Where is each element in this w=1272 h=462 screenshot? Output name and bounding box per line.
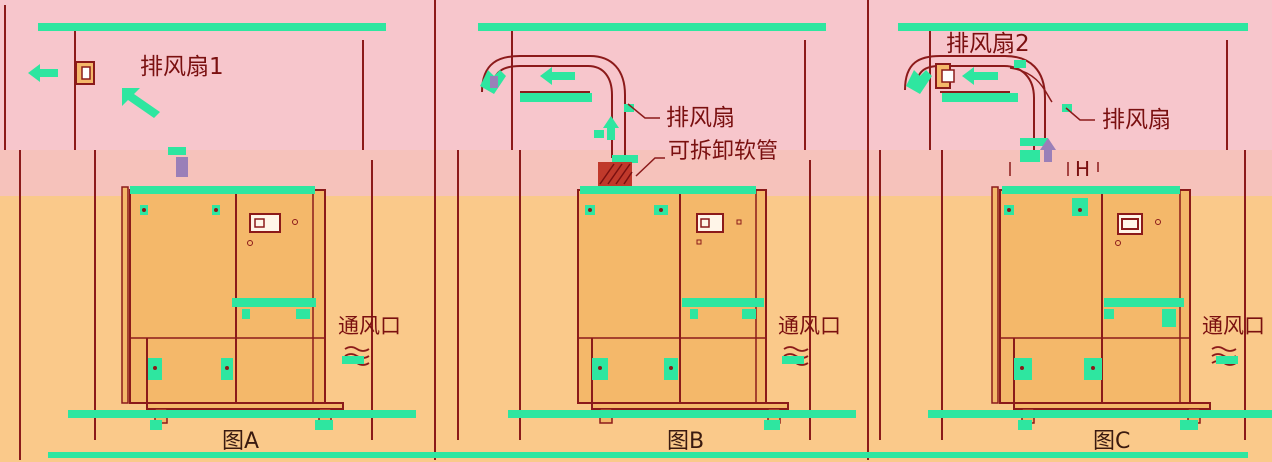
exhaust-arrow-icon — [28, 64, 58, 82]
guide-lines — [4, 0, 1246, 460]
figure-a — [28, 31, 416, 430]
fan-c-label: 排风扇 — [1102, 107, 1171, 133]
ceiling-lines — [38, 23, 1248, 458]
vent-c-label: 通风口 — [1202, 314, 1265, 338]
figure-c — [904, 31, 1272, 430]
exhaust-arrow-icon — [962, 67, 998, 85]
duct-b — [481, 55, 626, 158]
floor-a — [68, 410, 416, 418]
figure-c-caption: 图C — [1093, 429, 1131, 454]
duct-arrow-icon — [906, 70, 932, 94]
fan2-label: 排风扇2 — [946, 31, 1030, 57]
vent-b-label: 通风口 — [778, 314, 841, 338]
figure-b-caption: 图B — [667, 429, 705, 454]
vent-a-label: 通风口 — [338, 314, 401, 338]
h-height-label: H — [1075, 157, 1091, 181]
h-dimension-marks — [1009, 162, 1099, 176]
up-arrow-icon — [603, 116, 619, 140]
floor-c — [928, 410, 1272, 418]
figure-a-caption: 图A — [222, 429, 260, 454]
figure-b — [480, 31, 856, 430]
flexible-hose-label: 可拆卸软管 — [668, 139, 779, 164]
fan1-label: 排风扇1 — [140, 54, 224, 80]
airflow-arrow-icon — [122, 88, 160, 118]
up-arrow-icon — [1040, 138, 1056, 162]
fan-b-label: 排风扇 — [666, 105, 735, 131]
floor-b — [508, 410, 856, 418]
exhaust-arrow-icon — [540, 67, 575, 85]
duct-c — [904, 55, 1046, 158]
